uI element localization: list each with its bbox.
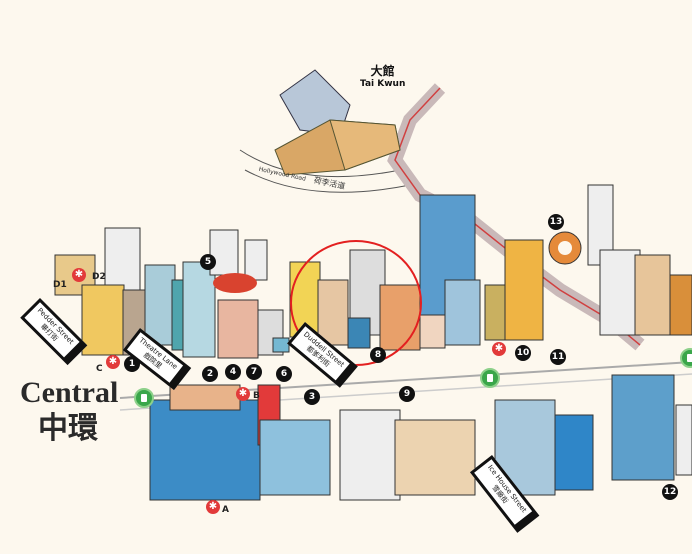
- mtr-exit-c: C: [96, 364, 103, 374]
- marker-13[interactable]: 13: [548, 214, 564, 230]
- mtr-logo-icon: ✱: [236, 387, 250, 401]
- marker-1[interactable]: 1: [124, 356, 140, 372]
- marker-5[interactable]: 5: [200, 254, 216, 270]
- south-row-buildings: [149, 374, 692, 501]
- hollywood-road: [239, 149, 401, 178]
- map-title-zh: 中環: [38, 411, 98, 446]
- north-row-buildings: [54, 184, 692, 359]
- marker-3[interactable]: 3: [304, 389, 320, 405]
- tai-kwun-name-en: Tai Kwun: [360, 79, 406, 89]
- mtr-logo-icon: ✱: [106, 355, 120, 369]
- marker-12[interactable]: 12: [662, 484, 678, 500]
- tai-kwun-name-zh: 大館: [370, 64, 395, 78]
- tram-stop-icon: [134, 388, 154, 408]
- mtr-exit-a: A: [222, 505, 229, 515]
- mtr-logo-icon: ✱: [492, 342, 506, 356]
- mtr-exit-b: B: [253, 391, 260, 401]
- marker-6[interactable]: 6: [276, 366, 292, 382]
- marker-7[interactable]: 7: [246, 364, 262, 380]
- tai-kwun-logo: 大館 Tai Kwun: [360, 62, 405, 89]
- marker-2[interactable]: 2: [202, 366, 218, 382]
- tram-stop-icon: [480, 368, 500, 388]
- marker-11[interactable]: 11: [550, 349, 566, 365]
- map-title: Central: [20, 376, 119, 409]
- mtr-logo-icon: ✱: [72, 268, 86, 282]
- tram-stop-icon: [680, 348, 692, 368]
- marker-4[interactable]: 4: [225, 364, 241, 380]
- marker-9[interactable]: 9: [399, 386, 415, 402]
- tai-kwun-building: [274, 69, 401, 176]
- mtr-exit-d2: D2: [92, 272, 106, 282]
- mtr-logo-icon: ✱: [206, 500, 220, 514]
- mtr-exit-d1: D1: [53, 280, 67, 290]
- marker-8[interactable]: 8: [370, 347, 386, 363]
- marker-10[interactable]: 10: [515, 345, 531, 361]
- hollywood-road: [244, 169, 411, 193]
